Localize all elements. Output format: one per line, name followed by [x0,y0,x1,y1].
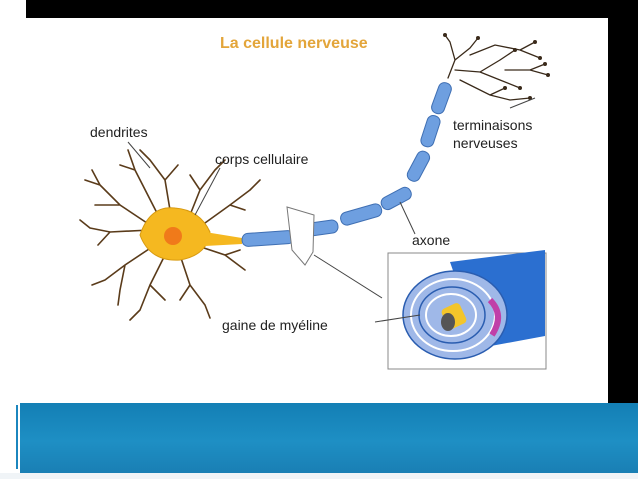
bottom-edge [0,473,638,479]
label-cell-body: corps cellulaire [215,151,309,167]
leader-lines [127,97,536,323]
label-axon: axone [412,232,450,248]
top-black-bar [26,0,638,18]
label-nerve-endings-1: terminaisons [453,117,532,133]
dendrites [79,149,261,321]
slide-footer-band [20,403,638,473]
footer-accent-line [16,405,18,469]
section-plane [286,206,315,266]
diagram-title: La cellule nerveuse [220,35,368,52]
nerve-ending-dots [443,33,550,100]
label-nerve-endings-2: nerveuses [453,135,518,151]
left-margin [0,0,26,403]
right-black-bar [608,18,638,403]
cell-body [139,207,242,261]
label-myelin: gaine de myéline [222,317,328,333]
myelin-inset [387,250,547,370]
nerve-endings [444,34,549,101]
label-dendrites: dendrites [90,124,148,140]
axon [241,82,452,247]
nucleus [164,227,182,245]
